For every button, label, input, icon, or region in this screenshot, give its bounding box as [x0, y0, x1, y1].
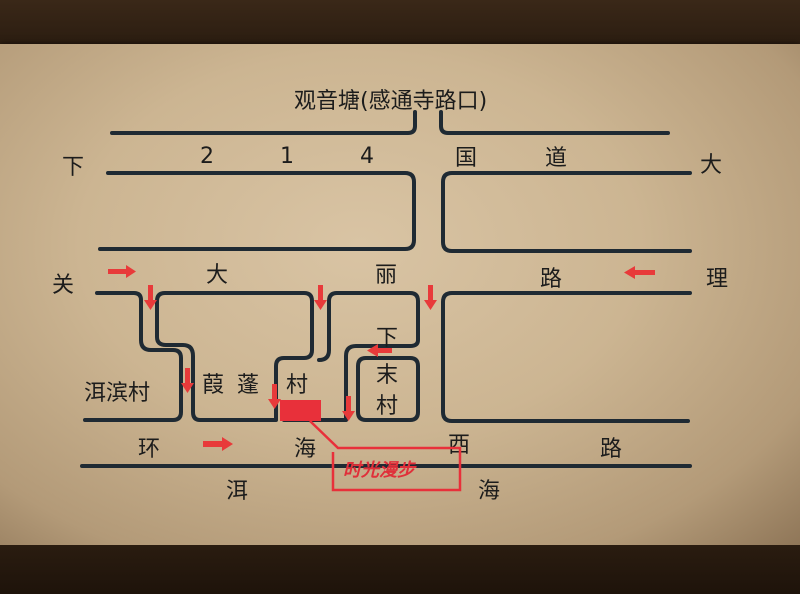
huanhai-road-label-xi: 西 [448, 433, 470, 458]
village-xiamo-2: 末 [376, 363, 398, 388]
city-dali-2: 理 [706, 267, 728, 292]
city-xiaguan-2: 关 [52, 273, 74, 298]
jiapeng-east-edge [317, 291, 339, 362]
dali-road-label-da: 大 [206, 263, 228, 288]
arrow-down-icon [342, 396, 355, 421]
huanhai-road-label-hai: 海 [294, 437, 316, 462]
village-erbin-label: 洱滨村 [84, 381, 150, 406]
national-road-label-guo: 国 [455, 146, 477, 171]
city-dali-1: 大 [700, 153, 722, 178]
arrow-down-icon [424, 285, 437, 310]
jiapeng-block [155, 291, 314, 422]
arrow-down-icon [268, 384, 281, 409]
national-road-label-4: 4 [360, 144, 374, 169]
xiamo-outer-block [282, 291, 420, 422]
national-road-north-edge-left [110, 110, 417, 135]
shop-callout-leader [309, 420, 462, 492]
village-xiamo-3: 村 [376, 394, 398, 419]
lake-label-er: 洱 [226, 479, 248, 504]
arrow-down-icon [144, 285, 157, 310]
arrow-right-icon [203, 437, 233, 451]
arrow-left-icon [367, 344, 392, 357]
wood-table-bottom [0, 545, 800, 594]
shop-marker[interactable]: 时光漫步 [280, 400, 462, 492]
huanhai-road-label-lu: 路 [600, 437, 622, 462]
dali-road-label-li: 丽 [375, 263, 397, 288]
lake-label-hai: 海 [478, 479, 500, 504]
block-southeast [441, 291, 692, 423]
national-road-label-1: 1 [280, 144, 294, 169]
arrow-left-icon [624, 266, 655, 279]
arrow-down-icon [314, 285, 327, 310]
village-xiamo-1: 下 [376, 326, 398, 351]
wood-table-top [0, 0, 800, 48]
dali-road-label-lu: 路 [540, 267, 562, 292]
village-jiapeng-2: 蓬 [237, 373, 259, 398]
national-road-label-2: 2 [200, 144, 214, 169]
erbin-block [83, 291, 183, 422]
block-northwest [98, 171, 416, 251]
roads [80, 110, 692, 468]
huanhai-road-label-huan: 环 [138, 437, 160, 462]
national-road-north-edge-right [439, 110, 670, 135]
village-jiapeng-1: 葭 [202, 373, 224, 398]
national-road-label-dao: 道 [545, 146, 567, 171]
village-jiapeng-3: 村 [286, 373, 308, 398]
city-xiaguan-1: 下 [62, 155, 84, 180]
arrow-down-icon [181, 368, 194, 393]
block-northeast [441, 171, 692, 253]
arrow-right-icon [108, 265, 136, 278]
map-title: 观音塘(感通寺路口) [294, 89, 487, 114]
xiamo-inner-block [356, 356, 420, 422]
shop-name-label[interactable]: 时光漫步 [343, 460, 417, 481]
traffic-arrows [108, 265, 655, 451]
shop-location-marker[interactable] [280, 400, 321, 421]
